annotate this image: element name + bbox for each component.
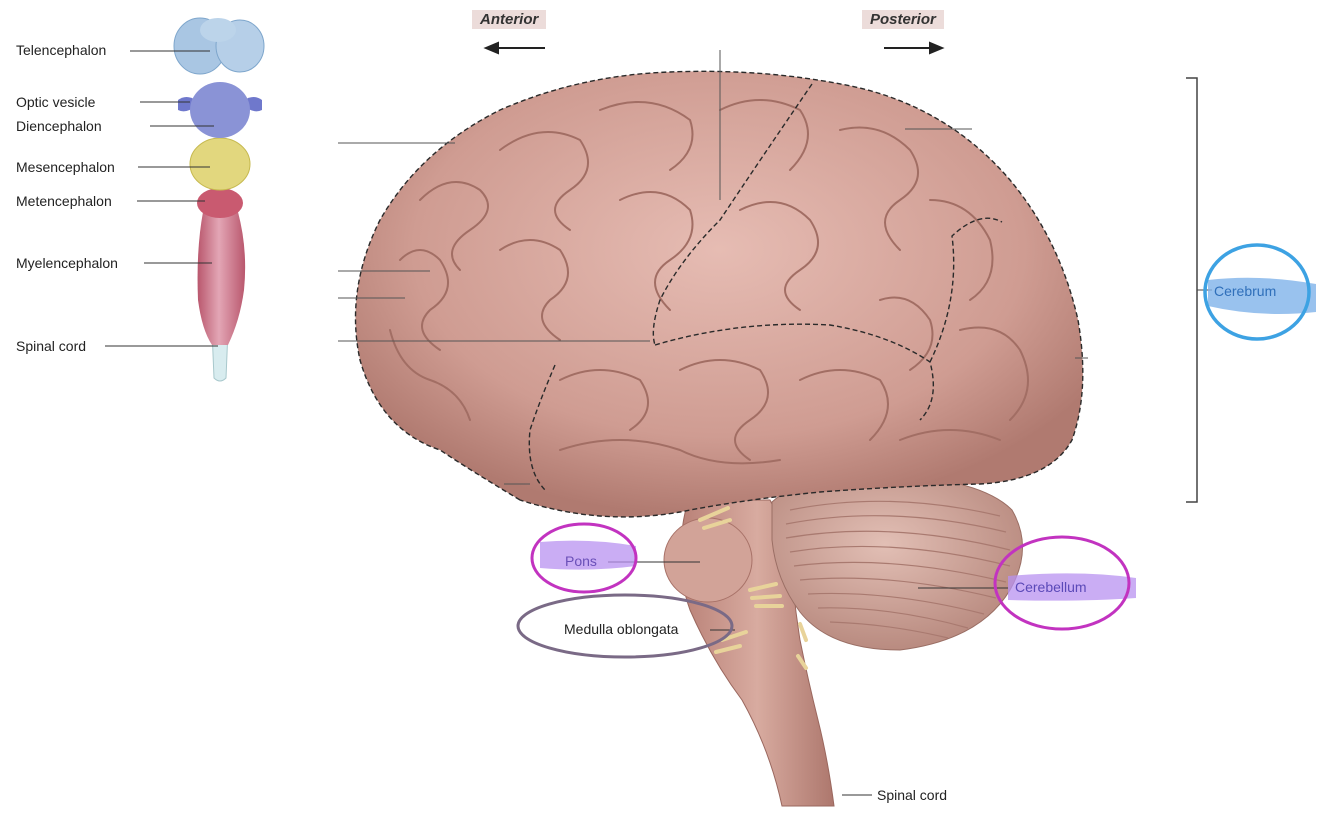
cerebrum-circle — [1203, 243, 1311, 341]
label-brain-spinal-cord: Spinal cord — [877, 787, 948, 803]
label-embryo-spinal-cord: Spinal cord — [16, 338, 87, 354]
label-cerebrum: Cerebrum — [1214, 283, 1277, 299]
label-metencephalon: Metencephalon — [16, 193, 112, 209]
pons-highlight — [540, 540, 636, 570]
posterior-label: Posterior — [862, 10, 944, 29]
cerebrum-highlight — [1208, 277, 1316, 314]
pons-shape — [663, 517, 753, 603]
label-medulla-oblongata: Medulla oblongata — [564, 621, 679, 637]
blank-leader-lines — [338, 50, 1088, 485]
cerebrum-bracket — [1186, 77, 1198, 503]
label-diencephalon: Diencephalon — [16, 118, 102, 134]
cerebellum-circle — [993, 535, 1131, 631]
cerebrum-shape — [354, 70, 1084, 518]
label-optic-vesicle: Optic vesicle — [16, 94, 96, 110]
direction-arrows — [483, 41, 945, 55]
cerebellum-highlight — [1008, 573, 1136, 601]
pons-circle — [530, 522, 638, 594]
embryo-leader-lines — [105, 50, 218, 347]
label-mesencephalon: Mesencephalon — [16, 159, 115, 175]
label-pons: Pons — [565, 553, 597, 569]
medulla-circle — [516, 593, 734, 659]
label-cerebellum: Cerebellum — [1015, 579, 1087, 595]
anterior-label: Anterior — [472, 10, 547, 29]
label-myelencephalon: Myelencephalon — [16, 255, 118, 271]
cerebellum-shape — [771, 473, 1023, 651]
cranial-nerves — [698, 506, 808, 670]
label-telencephalon: Telencephalon — [16, 42, 107, 58]
embryonic-brain-tube — [173, 17, 265, 382]
